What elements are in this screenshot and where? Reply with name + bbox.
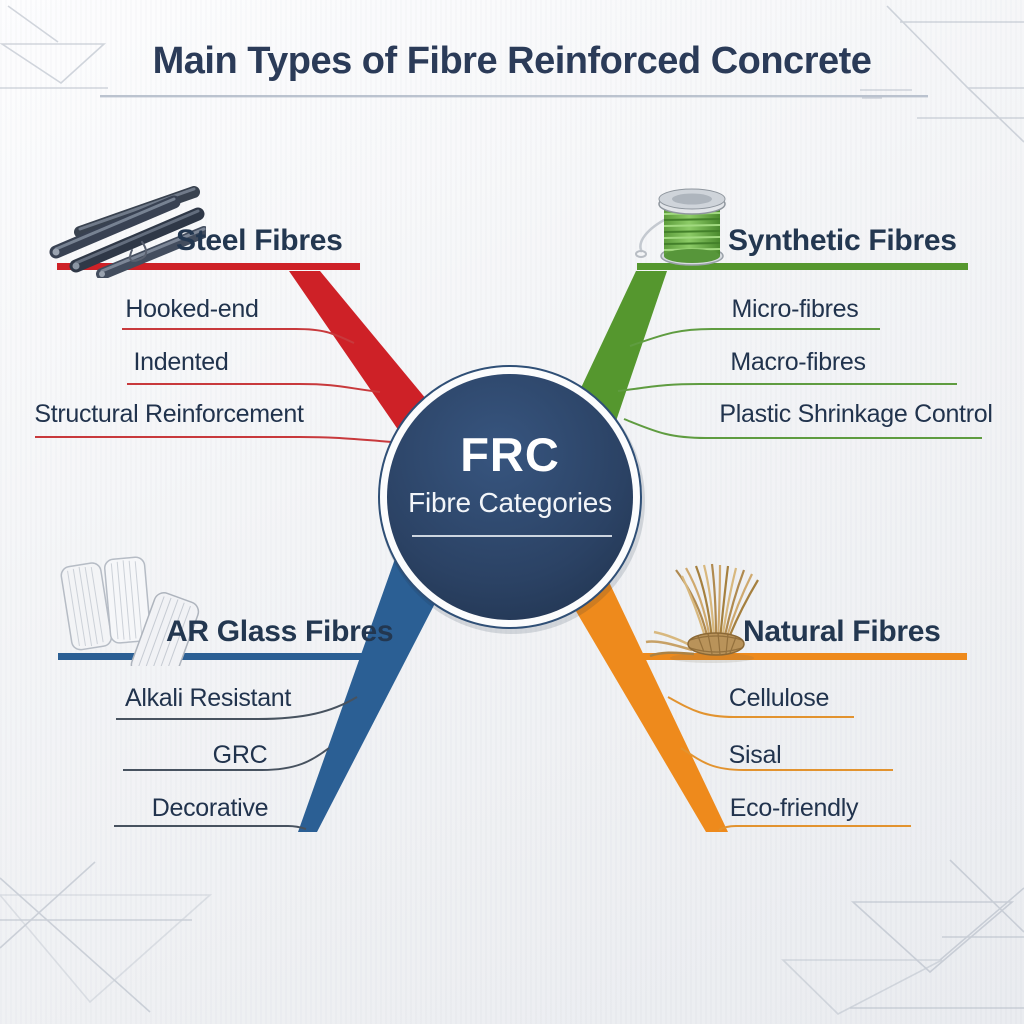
- glass-item-alkali: Alkali Resistant: [124, 684, 292, 712]
- center-circle: [387, 374, 633, 620]
- synthetic-item-shrinkage: Plastic Shrinkage Control: [719, 400, 993, 428]
- steel-connector-3: [35, 436, 393, 443]
- glass-item-grc: GRC: [212, 741, 268, 769]
- thread-spool-icon: [635, 188, 726, 266]
- steel-rods-icon: [49, 186, 206, 278]
- synthetic-item-macro: Macro-fibres: [730, 348, 866, 376]
- natural-item-cellulose: Cellulose: [728, 684, 830, 712]
- natural-underline: [643, 653, 967, 660]
- synthetic-connector-1: [629, 328, 880, 347]
- steel-underline: [57, 263, 360, 270]
- center-label: Fibre Categories: [408, 487, 612, 518]
- glass-underline: [58, 653, 362, 660]
- natural-branch: [540, 542, 728, 832]
- natural-fibre-bundle-icon: [645, 563, 759, 663]
- steel-item-indented: Indented: [133, 348, 229, 376]
- category-title-glass: AR Glass Fibres: [166, 615, 394, 648]
- synthetic-connector-2: [617, 383, 957, 392]
- synthetic-underline: [637, 263, 968, 270]
- steel-item-structural: Structural Reinforcement: [34, 400, 304, 428]
- glass-connector-2: [123, 747, 330, 771]
- steel-item-hooked-end: Hooked-end: [125, 295, 259, 323]
- category-title-natural: Natural Fibres: [743, 615, 941, 648]
- natural-connector-1: [667, 696, 854, 718]
- category-title-synthetic: Synthetic Fibres: [728, 224, 957, 257]
- synthetic-item-micro: Micro-fibres: [731, 295, 859, 323]
- category-title-steel: Steel Fibres: [176, 224, 343, 257]
- natural-connector-2: [680, 747, 893, 771]
- glass-connector-1: [116, 696, 358, 720]
- page-title: Main Types of Fibre Reinforced Concrete: [152, 40, 872, 82]
- glass-branch: [298, 556, 446, 832]
- glass-fibre-bundles-icon: [60, 556, 200, 666]
- glass-connector-3: [114, 825, 307, 830]
- natural-item-eco: Eco-friendly: [729, 794, 859, 822]
- center-acronym: FRC: [460, 428, 560, 481]
- natural-connector-3: [718, 825, 911, 831]
- synthetic-connector-3: [623, 418, 982, 439]
- title-underline: [100, 95, 928, 98]
- steel-connector-2: [127, 383, 381, 393]
- glass-item-decorative: Decorative: [151, 794, 269, 822]
- natural-item-sisal: Sisal: [728, 741, 782, 769]
- steel-connector-1: [122, 328, 355, 344]
